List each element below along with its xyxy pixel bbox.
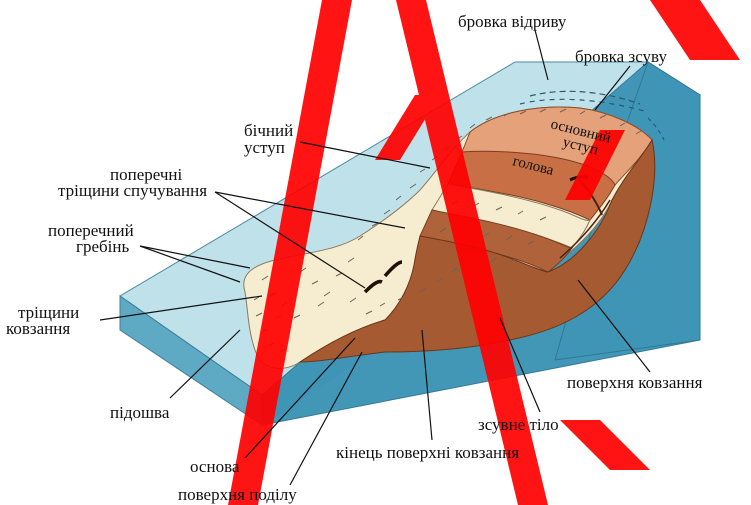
label-landslide-edge: бровка зсуву <box>575 47 667 66</box>
label-toe-of-rupture: кінець поверхні ковзання <box>336 443 519 462</box>
label-transverse-2: тріщини спучування <box>58 181 207 200</box>
label-base: основа <box>190 457 240 476</box>
label-scarp-edge: бровка відриву <box>458 12 567 31</box>
label-slip-surface: поверхня ковзання <box>567 373 703 392</box>
label-separation-surface: поверхня поділу <box>178 485 297 504</box>
label-slip-cracks-2: ковзання <box>6 319 70 338</box>
label-ridge-2: гребінь <box>76 237 129 256</box>
label-side-scarp-2: уступ <box>244 138 285 157</box>
label-sole: підошва <box>110 403 170 422</box>
watermark-stroke-4 <box>560 420 650 470</box>
label-landslide-body: зсувне тіло <box>478 415 559 434</box>
